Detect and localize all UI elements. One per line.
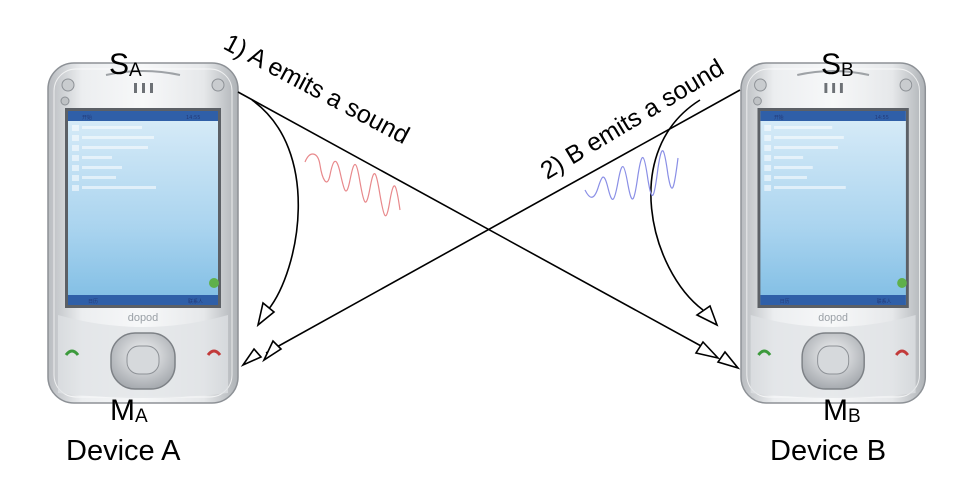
brand-logo: dopod: [818, 312, 848, 324]
arrow-b-to-ma: [265, 89, 741, 354]
arrowhead-icon: [240, 347, 263, 367]
device-b-caption: Device B: [770, 435, 886, 467]
device-a-caption: Device A: [66, 435, 181, 467]
arrowhead-icon: [695, 304, 719, 327]
step-2-label: 2) B emits a sound: [536, 54, 729, 185]
arrowhead-icon: [256, 301, 276, 328]
brand-logo: dopod: [128, 312, 159, 324]
soft-key-right: 联系人: [188, 298, 203, 305]
screen-time: 14:55: [186, 115, 200, 121]
soft-key-right: 联系人: [877, 298, 892, 305]
arrow-a-to-mb: [237, 91, 713, 353]
mic-a-label: MA: [110, 394, 148, 427]
speaker-b-label: SB: [821, 48, 854, 81]
device-b-phone: 开始 14:55 日历 联系人 dopod: [739, 61, 927, 405]
arrow-b-to-mb: [650, 99, 704, 311]
screen-title: 开始: [774, 114, 784, 121]
soft-key-left: 日历: [780, 299, 790, 305]
step-1-label: 1) A emits a sound: [219, 29, 414, 150]
speaker-a-label: SA: [109, 48, 142, 81]
screen-time: 14:55: [875, 115, 889, 121]
soft-key-left: 日历: [88, 299, 98, 305]
arrowhead-icon: [262, 339, 283, 363]
sound-wave-b: [584, 150, 679, 200]
arrowhead-icon: [694, 340, 721, 360]
sound-wave-a: [304, 153, 401, 217]
mic-b-label: MB: [823, 394, 861, 427]
screen-title: 开始: [82, 114, 92, 121]
arrow-a-to-ma: [251, 99, 300, 311]
device-a-phone: 开始 14:55 日历 联系人 dopod: [46, 61, 240, 405]
arrowhead-icon: [716, 350, 741, 370]
